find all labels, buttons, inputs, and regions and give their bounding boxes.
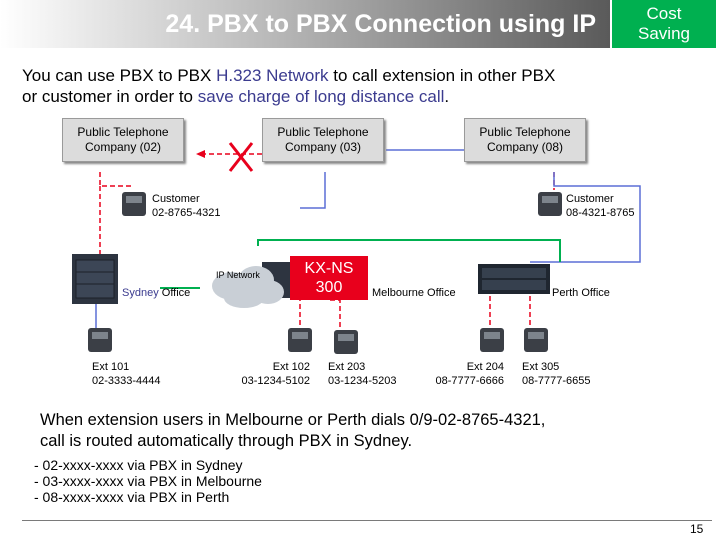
page-number: 15 (690, 522, 704, 536)
intro-highlight-save: save charge of long distance call (197, 87, 445, 106)
ext203-label: Ext 203 03-1234-5203 (328, 360, 397, 388)
ext-name: Ext 204 (466, 361, 504, 373)
phone-icon-customer-08 (538, 192, 562, 216)
customer-02-line (99, 172, 132, 187)
perth-office-label: Perth Office (552, 287, 610, 299)
kxns-label: KX-NS (304, 260, 354, 277)
phone-icon-ext204 (480, 328, 504, 352)
page-title: 24. PBX to PBX Connection using IP (165, 10, 596, 38)
ip-link-perth (330, 239, 561, 262)
ext-number: 03-1234-5203 (328, 375, 397, 387)
ip-network-cloud-icon (212, 266, 284, 308)
cost-saving-badge: Cost Saving (612, 0, 716, 48)
ext-name: Ext 305 (522, 361, 560, 373)
title-bar: 24. PBX to PBX Connection using IP (0, 0, 610, 48)
customer-number: 08-4321-8765 (566, 207, 635, 219)
ext204-label: Ext 204 08-7777-6666 (428, 360, 504, 388)
ext-name: Ext 101 (92, 361, 130, 373)
phone-icon-ext305 (524, 328, 548, 352)
phone-icon-ext102 (288, 328, 312, 352)
footer-divider (22, 520, 712, 521)
ip-link-melbourne (257, 239, 330, 246)
routing-bullet: - 08-xxxx-xxxx via PBX in Perth (34, 489, 230, 505)
ext-number: 08-7777-6655 (522, 375, 591, 387)
company-label: Public Telephone (77, 125, 169, 139)
phone-icon-ext203 (334, 330, 358, 354)
sydney-office-label: Sydney Office (122, 286, 190, 300)
intro-text: You can use PBX to PBX (22, 66, 217, 85)
ext101-label: Ext 101 02-3333-4444 (92, 360, 161, 388)
ext-name: Ext 203 (328, 361, 366, 373)
ext-number: 08-7777-6666 (435, 375, 504, 387)
ip-network-label: IP Network (216, 270, 260, 280)
intro-line1: You can use PBX to PBX H.323 Network to … (22, 66, 555, 86)
ext-name: Ext 102 (272, 361, 310, 373)
link-co08-perth (530, 172, 641, 263)
ext-number: 02-3333-4444 (92, 375, 161, 387)
company-02-box: Public Telephone Company (02) (62, 118, 184, 162)
intro-text: to call extension in other PBX (328, 66, 556, 85)
sydney-highlight: Sydney (122, 287, 159, 299)
company-03-box: Public Telephone Company (03) (262, 118, 384, 162)
company-label: Company (02) (84, 140, 162, 154)
intro-text: . (444, 87, 450, 106)
badge-line1: Cost (646, 4, 682, 23)
ext305-label: Ext 305 08-7777-6655 (522, 360, 591, 388)
customer-02-label: Customer 02-8765-4321 (152, 192, 221, 220)
customer-title: Customer (152, 193, 200, 205)
melbourne-office-label: Melbourne Office (372, 287, 456, 299)
company-label: Public Telephone (277, 125, 369, 139)
company-label: Company (08) (486, 140, 564, 154)
perth-pbx-icon (478, 264, 550, 294)
intro-line2: or customer in order to save charge of l… (22, 87, 449, 107)
routing-bullet: - 02-xxxx-xxxx via PBX in Sydney (34, 457, 243, 473)
badge-line2: Saving (638, 24, 690, 43)
customer-title: Customer (566, 193, 614, 205)
kxns-pbx-box: KX-NS 300 (290, 256, 368, 300)
routing-note-line1: When extension users in Melbourne or Per… (40, 411, 546, 429)
phone-icon-customer-02 (122, 192, 146, 216)
customer-08-label: Customer 08-4321-8765 (566, 192, 635, 220)
link-co03-melbourne (300, 172, 326, 209)
ext-number: 03-1234-5102 (241, 375, 310, 387)
company-label: Public Telephone (479, 125, 571, 139)
ext102-label: Ext 102 03-1234-5102 (234, 360, 310, 388)
intro-text: or customer in order to (22, 87, 198, 106)
routing-bullet: - 03-xxxx-xxxx via PBX in Melbourne (34, 473, 262, 489)
cross-icon (228, 142, 254, 172)
company-08-box: Public Telephone Company (08) (464, 118, 586, 162)
arrow-head (196, 150, 205, 158)
intro-highlight-h323: H.323 Network (216, 66, 329, 85)
customer-number: 02-8765-4321 (152, 207, 221, 219)
ext203-line (330, 299, 341, 332)
sydney-pbx-icon (72, 254, 118, 304)
kxns-model: 300 (315, 279, 343, 296)
phone-icon-ext101 (88, 328, 112, 352)
sydney-office-text: Office (158, 287, 191, 299)
company-label: Company (03) (284, 140, 362, 154)
routing-note-line2: call is routed automatically through PBX… (40, 432, 413, 450)
